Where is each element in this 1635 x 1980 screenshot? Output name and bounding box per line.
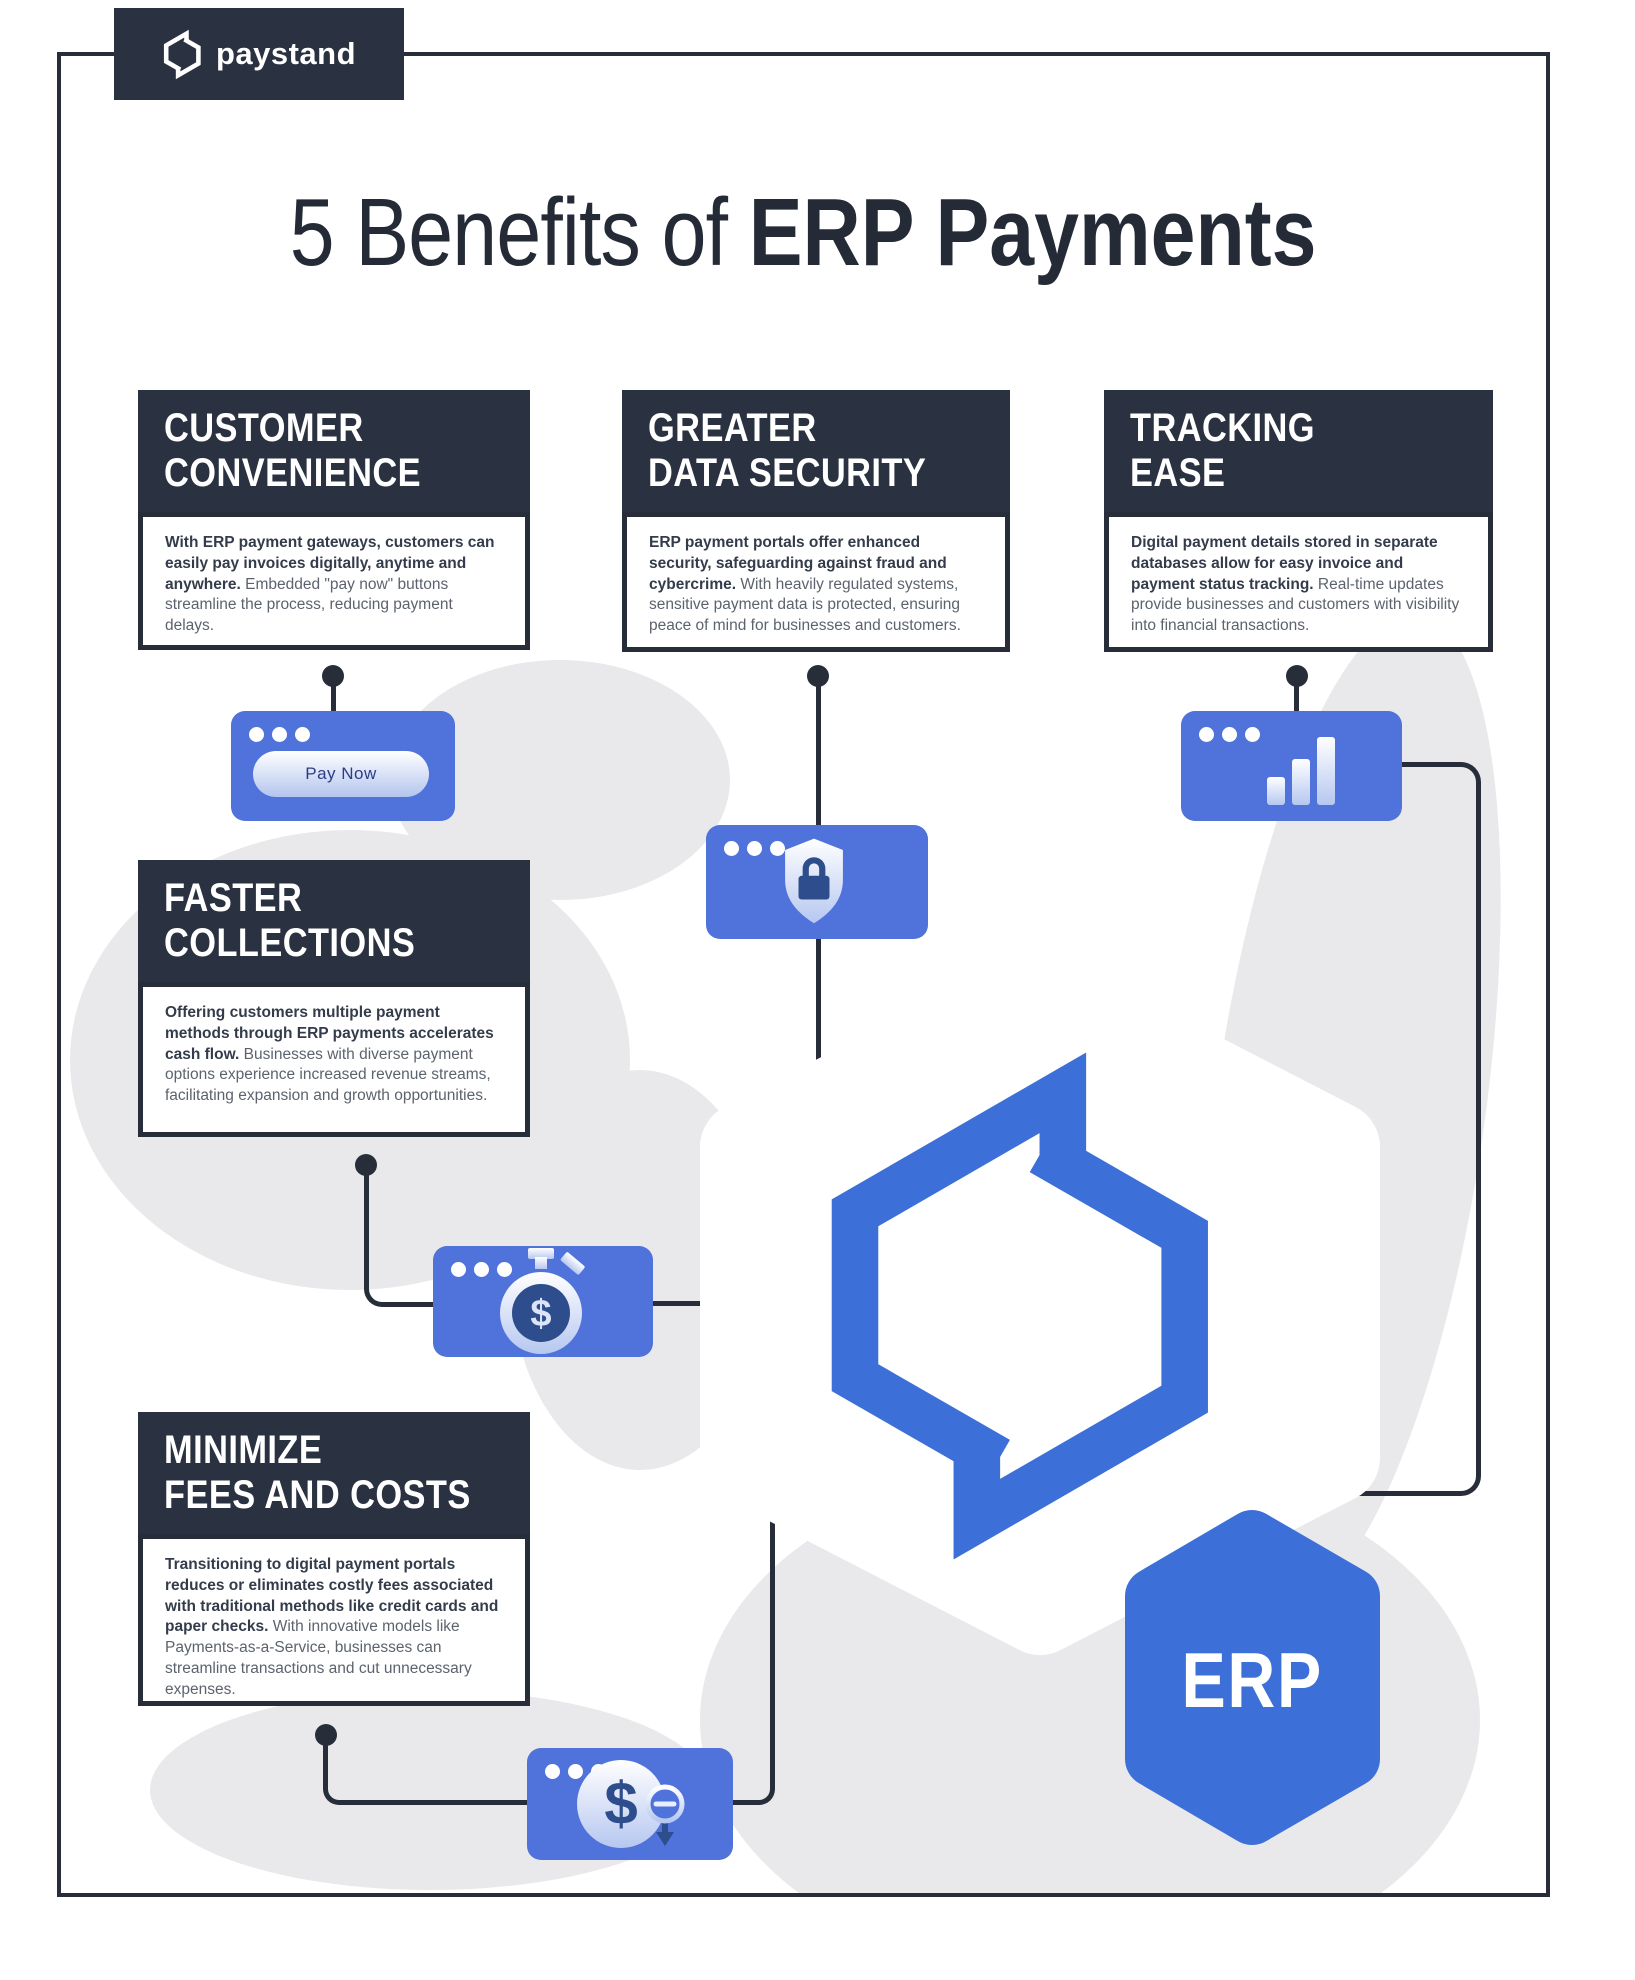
benefit-heading: GREATER DATA SECURITY bbox=[622, 390, 1010, 512]
connector-line bbox=[1341, 1000, 1481, 1496]
connector-dot bbox=[355, 1154, 377, 1176]
connector-dot bbox=[1286, 665, 1308, 687]
browser-dots bbox=[249, 727, 310, 742]
connector-line bbox=[1294, 676, 1299, 716]
heading-line: FEES AND COSTS bbox=[164, 1473, 471, 1517]
page-title: 5 Benefits of ERP Payments bbox=[57, 178, 1550, 288]
benefit-text: Offering customers multiple payment meth… bbox=[138, 982, 530, 1137]
benefit-customer-convenience: CUSTOMER CONVENIENCE With ERP payment ga… bbox=[138, 390, 530, 650]
heading-line: CUSTOMER bbox=[164, 406, 364, 451]
benefit-lead: ERP payment portals offer enhanced secur… bbox=[649, 534, 947, 593]
benefit-heading: MINIMIZE FEES AND COSTS bbox=[138, 1412, 530, 1534]
benefit-detail: Embedded "pay now" buttons streamline th… bbox=[165, 575, 453, 635]
benefit-lead: Offering customers multiple payment meth… bbox=[165, 1004, 494, 1063]
heading-line: TRACKING bbox=[1130, 406, 1315, 451]
heading-line: GREATER bbox=[648, 406, 817, 451]
shield-lock-icon bbox=[785, 838, 843, 924]
heading-line: CONVENIENCE bbox=[164, 451, 422, 495]
erp-hexagon bbox=[1125, 1510, 1380, 1845]
connector-line bbox=[364, 1165, 434, 1307]
benefit-detail: Real-time updates provide businesses and… bbox=[1131, 575, 1460, 635]
browser-dots bbox=[451, 1262, 512, 1277]
dollar-minus-icon: $ bbox=[577, 1760, 685, 1848]
browser-dots bbox=[724, 841, 785, 856]
benefit-heading: TRACKING EASE bbox=[1104, 390, 1493, 512]
connector-line bbox=[653, 1301, 719, 1306]
heading-line: COLLECTIONS bbox=[164, 921, 416, 965]
benefit-detail: With heavily regulated systems, sensitiv… bbox=[649, 575, 961, 635]
heading-line: FASTER bbox=[164, 876, 303, 921]
title-bold: ERP Payments bbox=[749, 179, 1317, 286]
benefit-text: Digital payment details stored in separa… bbox=[1104, 512, 1493, 652]
heading-line: MINIMIZE bbox=[164, 1428, 323, 1473]
bar-chart-icon bbox=[1267, 737, 1335, 805]
connector-line bbox=[1402, 762, 1481, 1012]
erp-text: ERP bbox=[1181, 1635, 1324, 1724]
connector-line bbox=[331, 676, 336, 716]
white-hexagon-shape bbox=[700, 950, 1380, 1655]
brand-wordmark: paystand bbox=[215, 36, 357, 71]
benefit-lead: With ERP payment gateways, customers can… bbox=[165, 534, 495, 593]
connector-line bbox=[323, 1735, 385, 1805]
fees-card: $ bbox=[527, 1748, 733, 1860]
connector-dot bbox=[807, 665, 829, 687]
paystand-logo-icon bbox=[163, 29, 201, 79]
benefit-tracking-ease: TRACKING EASE Digital payment details st… bbox=[1104, 390, 1493, 652]
security-card bbox=[706, 825, 928, 939]
pay-now-button: Pay Now bbox=[253, 751, 429, 797]
benefit-lead: Digital payment details stored in separa… bbox=[1131, 534, 1438, 593]
browser-dots bbox=[1199, 727, 1260, 742]
heading-line: DATA SECURITY bbox=[648, 451, 927, 495]
connector-line bbox=[733, 1508, 775, 1805]
benefit-text: Transitioning to digital payment portals… bbox=[138, 1534, 530, 1706]
benefit-text: With ERP payment gateways, customers can… bbox=[138, 512, 530, 650]
benefit-minimize-fees: MINIMIZE FEES AND COSTS Transitioning to… bbox=[138, 1412, 530, 1706]
erp-hexagon-label: ERP bbox=[1125, 1635, 1380, 1725]
benefit-detail: Businesses with diverse payment options … bbox=[165, 1045, 491, 1105]
benefit-lead: Transitioning to digital payment portals… bbox=[165, 1556, 499, 1636]
collections-card: $ bbox=[433, 1246, 653, 1357]
benefit-heading: CUSTOMER CONVENIENCE bbox=[138, 390, 530, 512]
tracking-card bbox=[1181, 711, 1402, 821]
benefit-heading: FASTER COLLECTIONS bbox=[138, 860, 530, 982]
title-regular: 5 Benefits of bbox=[290, 179, 750, 286]
page-border bbox=[57, 52, 1550, 1897]
connector-line bbox=[380, 1800, 527, 1805]
benefit-text: ERP payment portals offer enhanced secur… bbox=[622, 512, 1010, 652]
dollar-glyph: $ bbox=[530, 1293, 551, 1335]
connector-dot bbox=[322, 665, 344, 687]
benefit-data-security: GREATER DATA SECURITY ERP payment portal… bbox=[622, 390, 1010, 652]
dollar-glyph: $ bbox=[604, 1770, 637, 1837]
brand-header: paystand bbox=[114, 8, 404, 100]
benefit-detail: With innovative models like Payments-as-… bbox=[165, 1618, 472, 1698]
pay-now-card: Pay Now bbox=[231, 711, 455, 821]
stopwatch-dollar-icon: $ bbox=[500, 1248, 585, 1354]
paystand-logo-mark bbox=[831, 1052, 1208, 1560]
benefit-faster-collections: FASTER COLLECTIONS Offering customers mu… bbox=[138, 860, 530, 1137]
connector-dot bbox=[315, 1724, 337, 1746]
heading-line: EASE bbox=[1130, 451, 1226, 495]
pay-now-label: Pay Now bbox=[305, 764, 377, 783]
